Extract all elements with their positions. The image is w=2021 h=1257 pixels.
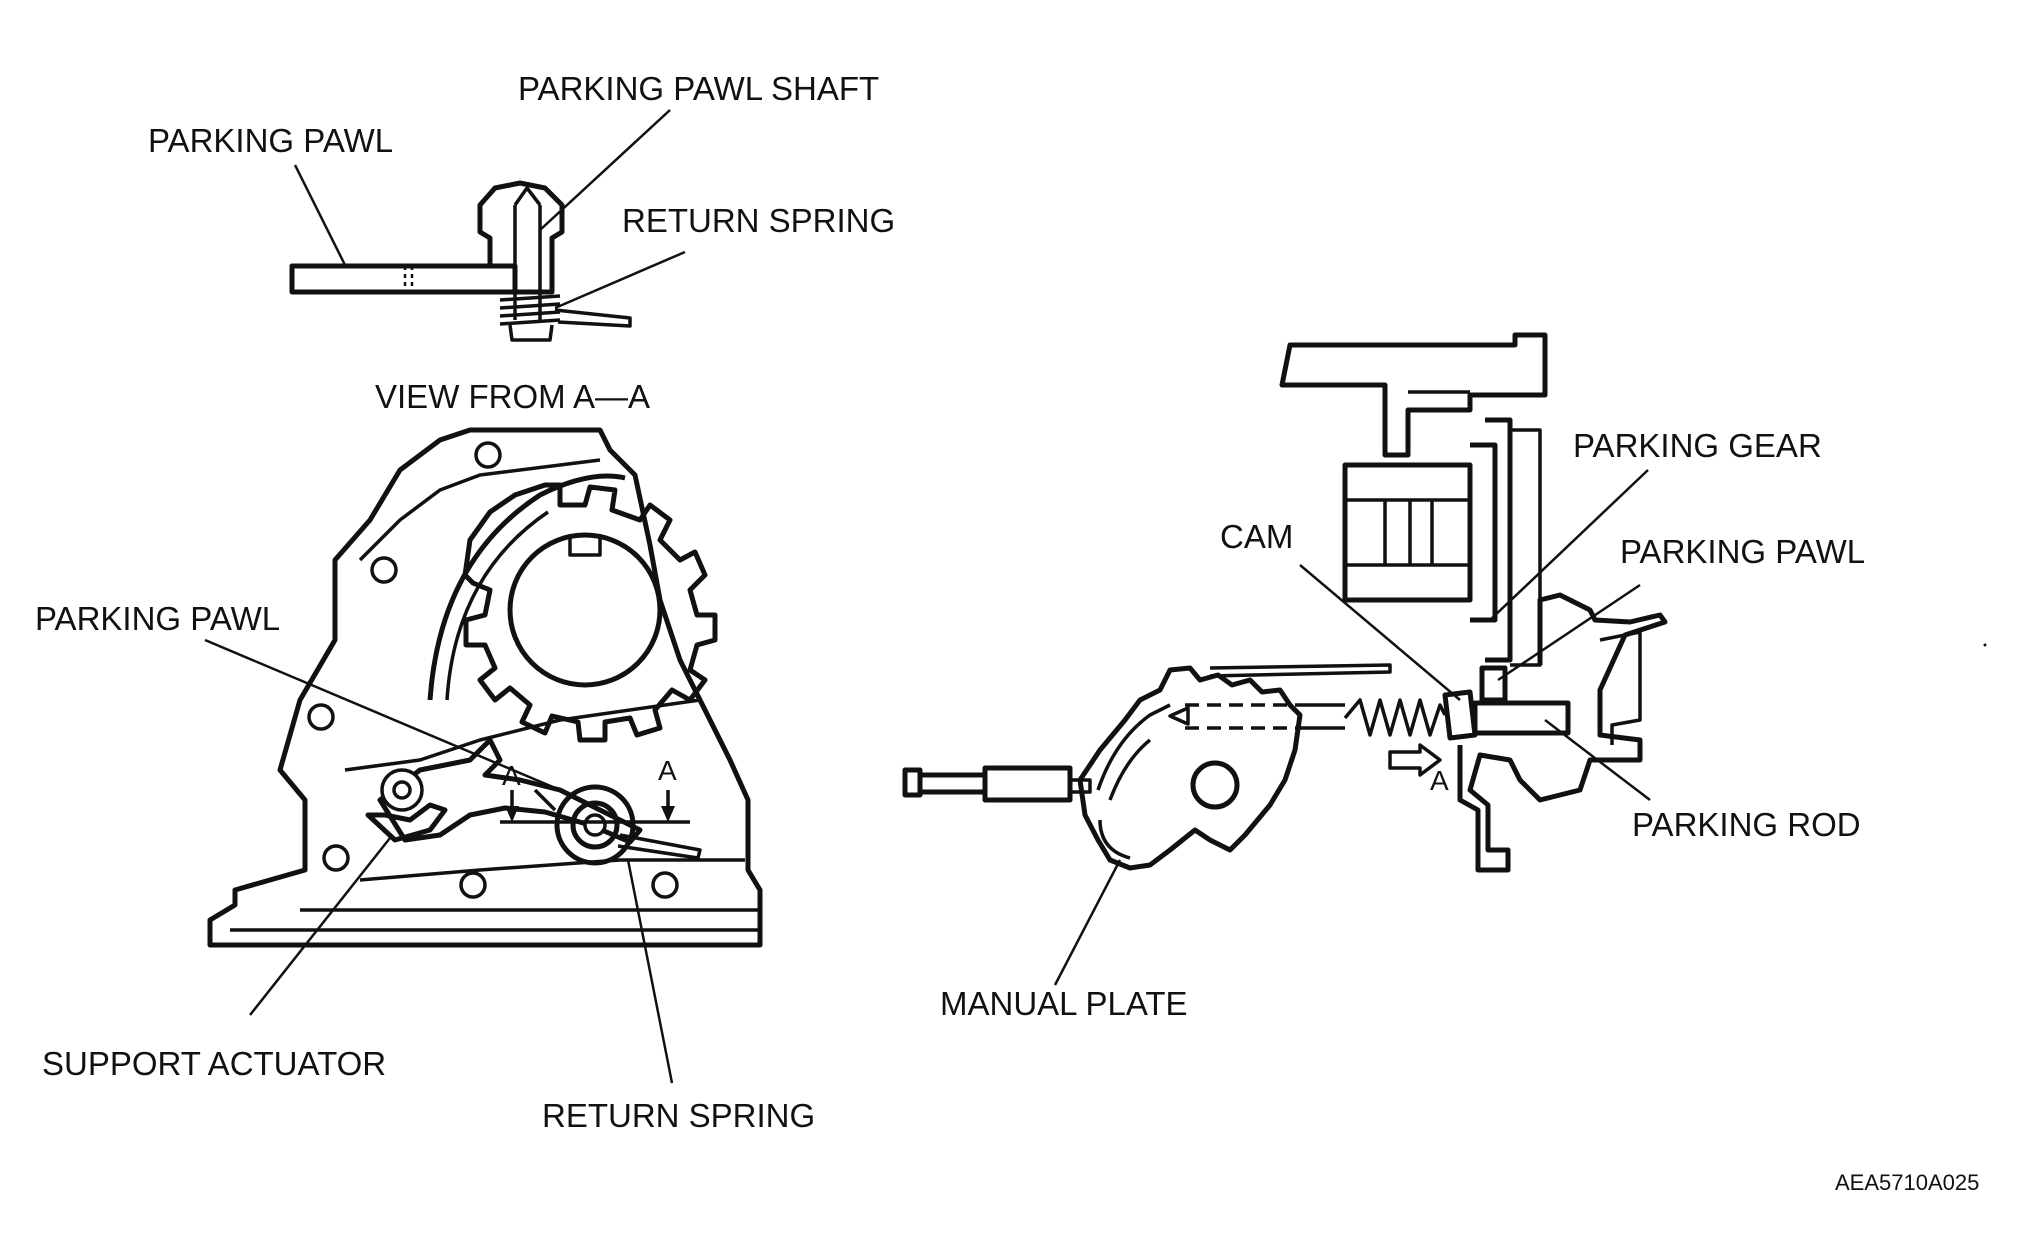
left-housing-outline	[207, 427, 763, 948]
right-parking-gear	[1342, 417, 1542, 667]
left-return-spring	[533, 784, 702, 866]
left-housing-view	[204, 427, 763, 1084]
right-cam	[1442, 689, 1478, 741]
label-parking-gear: PARKING GEAR	[1573, 427, 1822, 464]
right-manual-shaft	[902, 765, 1092, 803]
label-cam: CAM	[1220, 518, 1293, 555]
right-assembly-view	[902, 332, 1987, 986]
top-shaft-housing	[477, 180, 565, 295]
label-left-parking-pawl: PARKING PAWL	[35, 600, 280, 637]
bolt-hole	[459, 871, 487, 899]
right-parking-rod-end	[1472, 700, 1571, 736]
top-return-spring	[499, 294, 632, 342]
left-parking-gear	[427, 473, 718, 743]
bolt-hole	[651, 871, 679, 899]
left-support-actuator	[365, 802, 448, 843]
label-parking-rod: PARKING ROD	[1632, 806, 1861, 843]
figure-code: AEA5710A025	[1835, 1170, 1979, 1195]
label-section-a-left: A	[502, 760, 521, 791]
label-right-parking-pawl: PARKING PAWL	[1620, 533, 1865, 570]
section-line-a-a	[500, 790, 690, 824]
bolt-hole	[474, 441, 502, 469]
label-left-return-spring: RETURN SPRING	[542, 1097, 815, 1134]
right-manual-plate	[1077, 665, 1303, 871]
right-case-outline	[1279, 332, 1548, 458]
right-rod-spring	[1343, 698, 1447, 737]
label-section-a-right: A	[658, 755, 677, 786]
label-view-from: VIEW FROM A—A	[375, 378, 650, 415]
left-parking-pawl	[377, 737, 643, 845]
view-arrow-a	[1388, 743, 1442, 777]
label-manual-plate: MANUAL PLATE	[940, 985, 1188, 1022]
top-pawl-bar	[289, 263, 518, 295]
top-pawl-assembly	[289, 109, 686, 342]
bolt-hole	[322, 844, 350, 872]
label-support-actuator: SUPPORT ACTUATOR	[42, 1045, 386, 1082]
label-top-return-spring: RETURN SPRING	[622, 202, 895, 239]
label-top-parking-pawl-shaft: PARKING PAWL SHAFT	[518, 70, 879, 107]
bolt-hole	[370, 556, 398, 584]
label-top-parking-pawl: PARKING PAWL	[148, 122, 393, 159]
right-parking-pawl	[1479, 665, 1508, 703]
label-view-arrow-a: A	[1430, 765, 1449, 796]
bolt-hole	[307, 703, 335, 731]
